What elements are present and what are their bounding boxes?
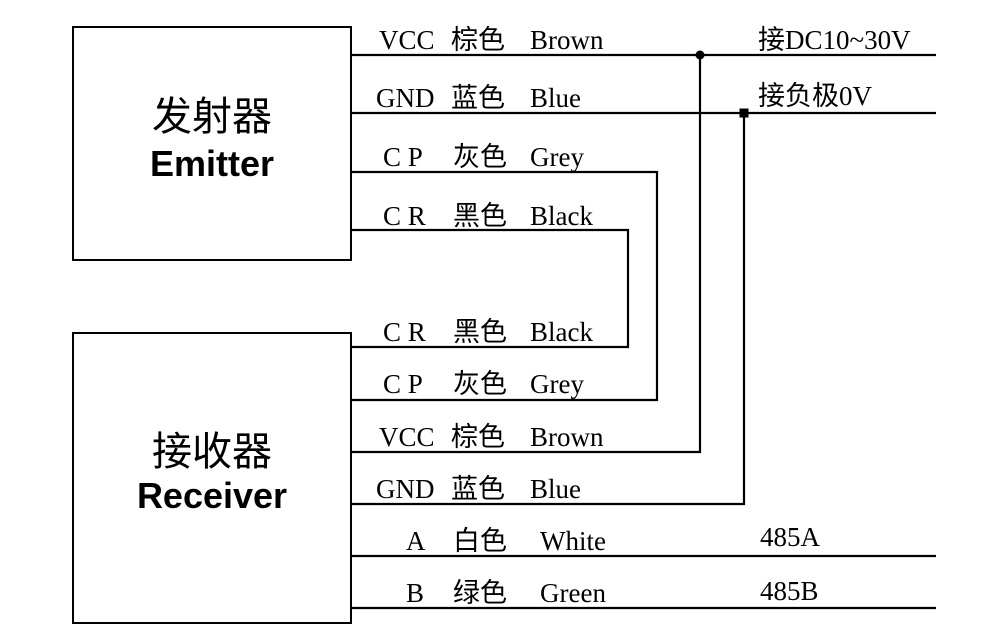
label-code: C R xyxy=(383,317,426,347)
label-code: A xyxy=(406,526,426,556)
label-color-en: Grey xyxy=(530,369,584,399)
label-code: C P xyxy=(383,142,423,172)
wire-receiver-gnd xyxy=(351,113,746,506)
label-code: C R xyxy=(383,201,426,231)
junction-vcc xyxy=(695,50,705,60)
label-color-en: Black xyxy=(530,317,593,347)
label-color-en: Black xyxy=(530,201,593,231)
emitter-label-cp: C P 灰色 Grey xyxy=(383,142,584,172)
label-color-cn: 灰色 xyxy=(453,142,507,172)
receiver-label-gnd: GND 蓝色 Blue xyxy=(376,474,581,504)
receiver-label-cp: C P 灰色 Grey xyxy=(383,369,584,399)
label-color-cn: 黑色 xyxy=(453,317,507,347)
receiver-title-en: Receiver xyxy=(137,475,287,516)
label-color-en: Green xyxy=(540,578,606,608)
label-code: C P xyxy=(383,369,423,399)
label-code: VCC xyxy=(379,25,435,55)
receiver-label-vcc: VCC 棕色 Brown xyxy=(379,422,604,452)
label-color-cn: 绿色 xyxy=(453,578,507,608)
label-color-cn: 棕色 xyxy=(451,25,505,55)
label-color-cn: 灰色 xyxy=(453,369,507,399)
label-code: B xyxy=(406,578,424,608)
label-color-en: Blue xyxy=(530,83,581,113)
emitter-title-en: Emitter xyxy=(150,143,274,184)
receiver-title-cn: 接收器 xyxy=(152,429,272,475)
wire-cp-loop xyxy=(351,170,659,402)
label-color-en: Blue xyxy=(530,474,581,504)
label-color-en: Brown xyxy=(530,25,604,55)
junction-gnd xyxy=(739,108,749,118)
label-color-cn: 白色 xyxy=(453,526,507,556)
label-color-cn: 蓝色 xyxy=(451,474,505,504)
wire-receiver-vcc xyxy=(351,55,702,454)
emitter-box xyxy=(72,26,352,261)
label-color-en: Grey xyxy=(530,142,584,172)
label-code: VCC xyxy=(379,422,435,452)
terminal-a-label: 485A xyxy=(760,522,821,552)
label-code: GND xyxy=(376,474,435,504)
emitter-label-vcc: VCC 棕色 Brown xyxy=(379,25,604,55)
label-color-cn: 蓝色 xyxy=(451,83,505,113)
emitter-title-cn: 发射器 xyxy=(152,94,272,140)
terminal-b-label: 485B xyxy=(760,576,819,606)
receiver-label-a: A 白色 White xyxy=(406,526,606,556)
receiver-box xyxy=(72,332,352,624)
label-code: GND xyxy=(376,83,435,113)
label-color-en: White xyxy=(540,526,606,556)
label-color-cn: 棕色 xyxy=(451,422,505,452)
label-color-en: Brown xyxy=(530,422,604,452)
terminal-gnd-label: 接负极0V xyxy=(758,81,872,111)
label-color-cn: 黑色 xyxy=(453,201,507,231)
receiver-label-b: B 绿色 Green xyxy=(406,578,606,608)
receiver-label-cr: C R 黑色 Black xyxy=(383,317,593,347)
emitter-label-cr: C R 黑色 Black xyxy=(383,201,593,231)
emitter-label-gnd: GND 蓝色 Blue xyxy=(376,83,581,113)
terminal-vcc-label: 接DC10~30V xyxy=(758,25,911,55)
wire-cr-loop xyxy=(351,228,630,349)
